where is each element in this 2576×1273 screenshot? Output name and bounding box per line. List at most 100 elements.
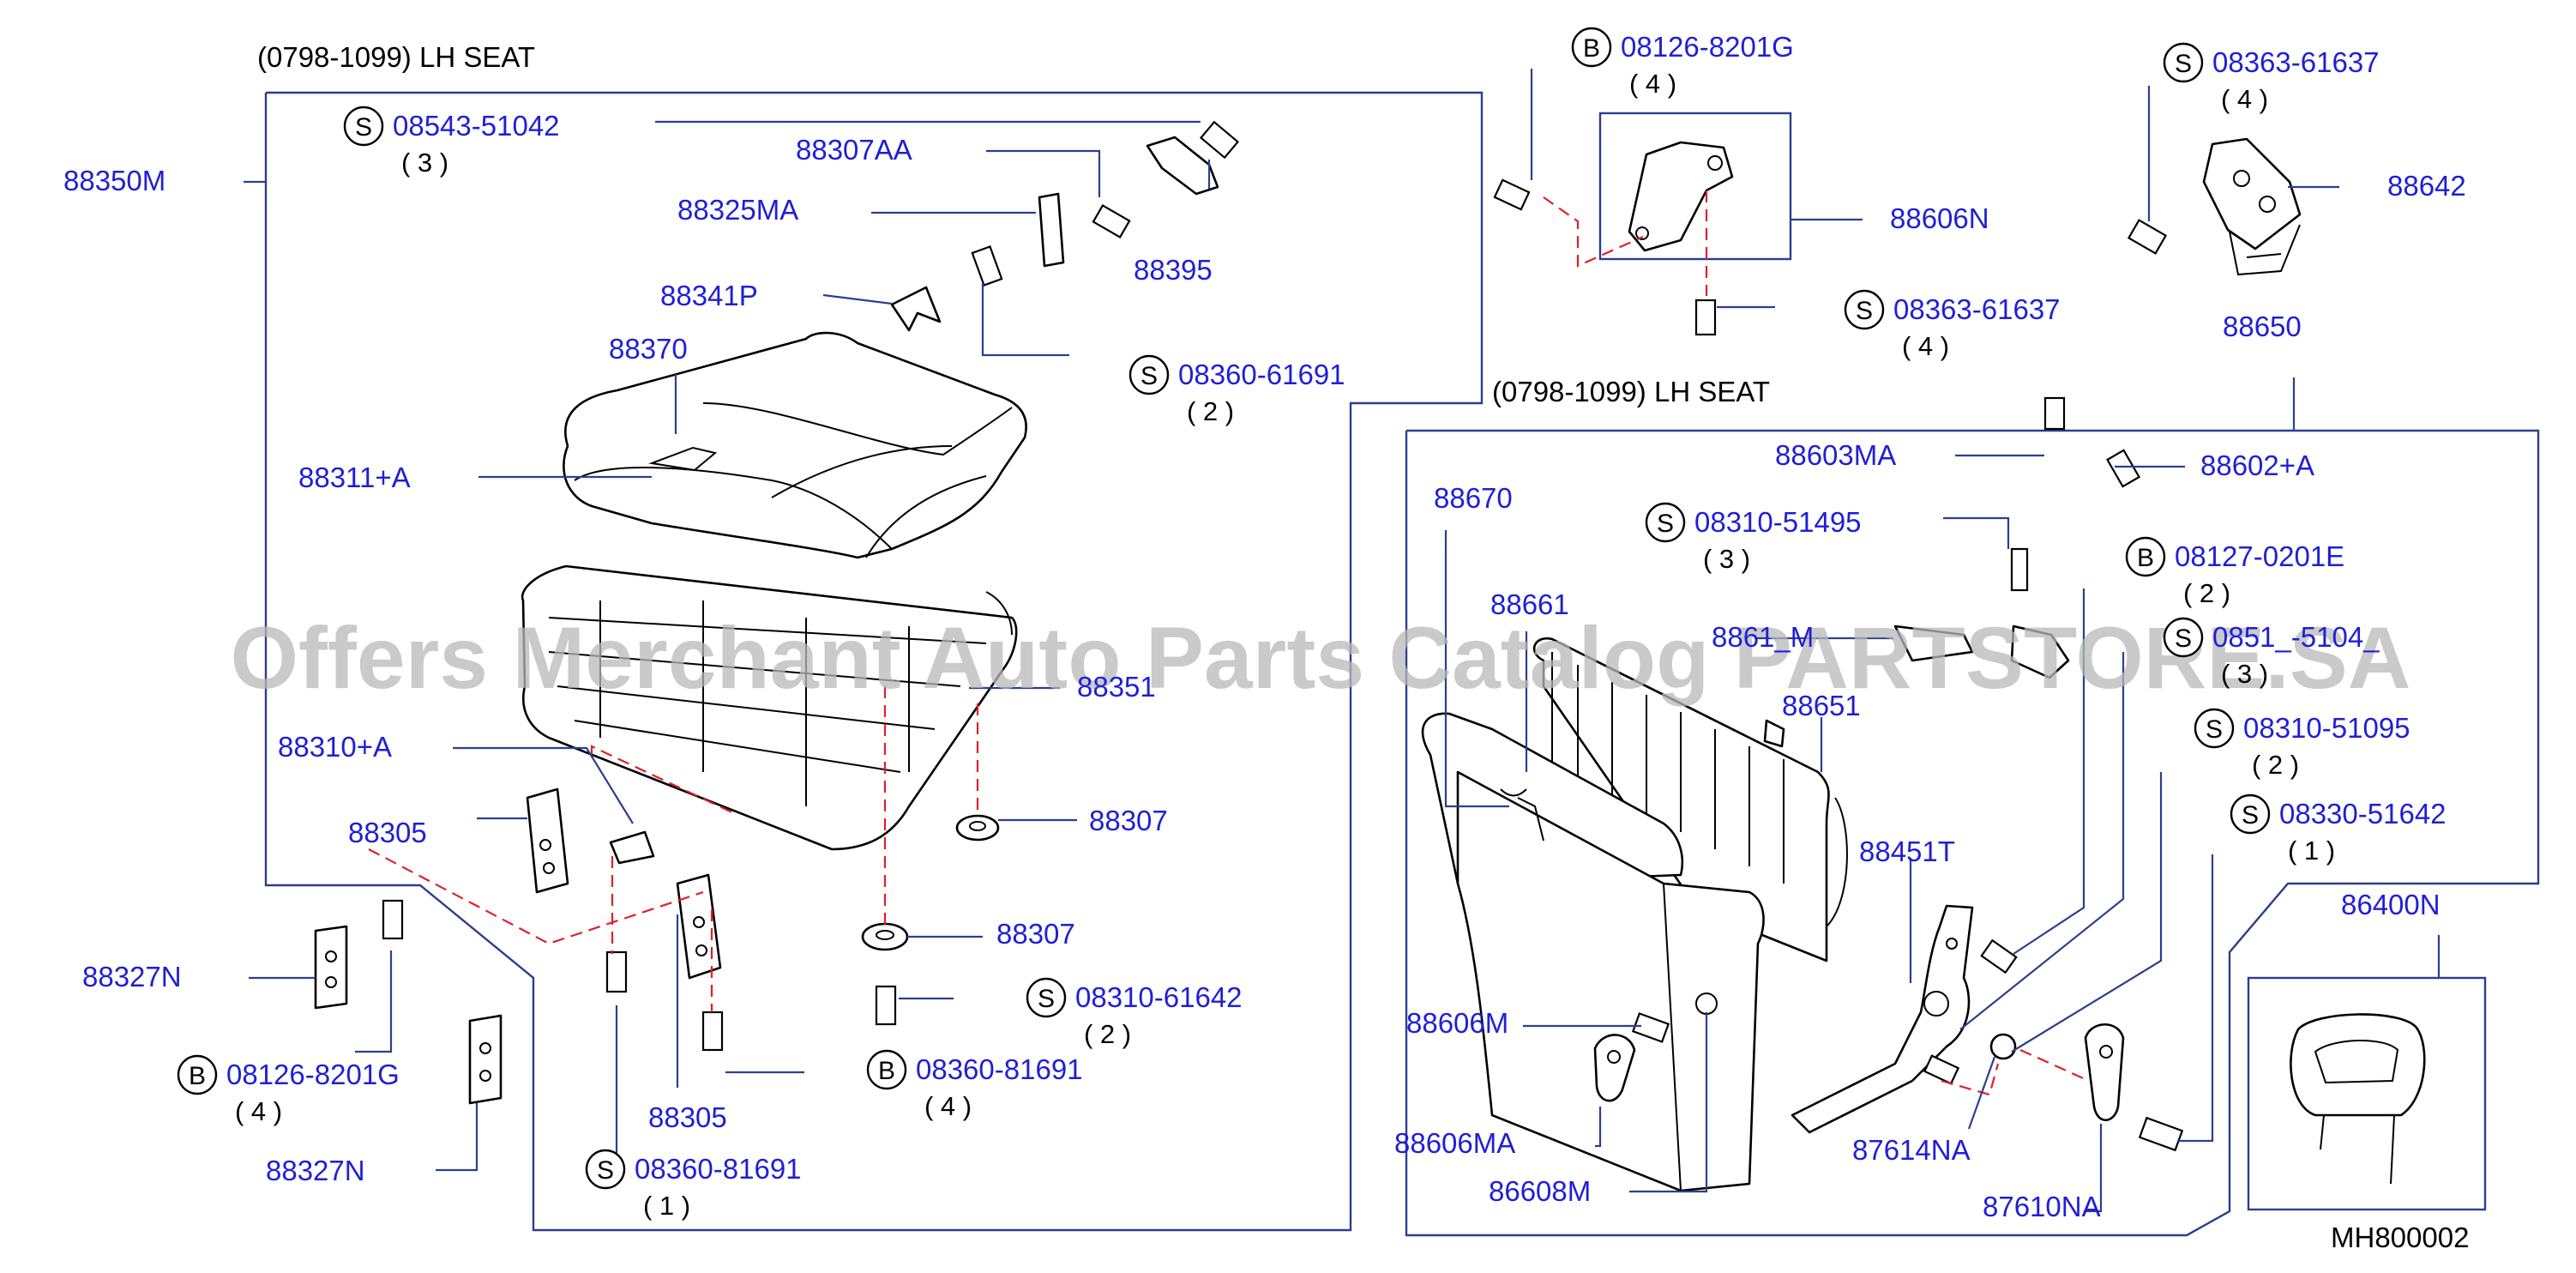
callout-l-88351: 88351: [1077, 671, 1156, 703]
seat-back-88651: [1532, 636, 1848, 962]
quantity: ( 3 ): [1703, 544, 1750, 574]
callout-tag-circle: [343, 106, 384, 147]
part-number: 08543-51042: [393, 110, 560, 142]
part-number: 88350M: [63, 165, 166, 196]
callout-l-88307b: 88307: [996, 918, 1075, 950]
bracket-88606ma: [1593, 1012, 1670, 1102]
callout-tag-letter: B: [2137, 544, 2154, 572]
callout-l-88327na: 88327N: [82, 961, 182, 992]
part-number: 08363-61637: [2212, 46, 2380, 78]
part-number: 88642: [2387, 170, 2466, 202]
seat-back-cushion: [1421, 712, 1765, 1192]
bracket-88642: [2127, 137, 2302, 276]
callout-t-88606n: 88606N: [1890, 202, 1989, 234]
callout-l-88307a: 88307: [1089, 805, 1168, 836]
callout-l-88305b: 88305: [648, 1101, 727, 1133]
right-section-header: (0798-1099) LH SEAT: [1492, 376, 1770, 407]
quantity: ( 3 ): [2221, 659, 2268, 689]
right-assembly-frame: [1405, 377, 2540, 1237]
callout-l-88310a: 88310+A: [278, 731, 392, 763]
part-number: 88650: [2223, 311, 2302, 342]
quantity: ( 4 ): [1902, 331, 1949, 361]
quantity: ( 4 ): [235, 1096, 282, 1126]
callout-r-88651: 88651: [1782, 690, 1861, 721]
callout-tag-circle: [585, 1149, 626, 1190]
callout-r-88451t: 88451T: [1859, 836, 1955, 867]
part-number: 88602+A: [2200, 449, 2314, 481]
lever-87610na: [2084, 1023, 2184, 1152]
plate-88327n: [314, 925, 503, 1105]
part-number: 88341P: [660, 280, 758, 311]
part-number: 87610NA: [1983, 1191, 2101, 1222]
part-number: 88451T: [1859, 836, 1955, 867]
callout-tag-circle: [2163, 617, 2204, 658]
bracket-88606n: [1493, 141, 1734, 336]
callout-r-88606m: 88606M: [1406, 1007, 1508, 1039]
callout-tag-circle: [1129, 354, 1170, 395]
part-number: 88661: [1490, 588, 1569, 620]
callout-r-8861xm: 8861_M: [1712, 621, 1814, 653]
part-number: 88305: [648, 1101, 727, 1133]
part-number: 86608M: [1489, 1175, 1591, 1207]
headrest-86400n: [2290, 1013, 2426, 1185]
fasteners-right: [1763, 396, 2141, 748]
callout-tag-letter: B: [1583, 34, 1600, 63]
part-number: 88606M: [1406, 1007, 1508, 1039]
part-number: 08126-8201G: [226, 1059, 400, 1090]
quantity: ( 2 ): [1084, 1019, 1131, 1049]
callout-tag-circle: [1026, 977, 1067, 1018]
callout-r-88670: 88670: [1434, 482, 1513, 514]
seat-frame-88310: [521, 564, 1018, 851]
bushing-88307: [861, 814, 1000, 951]
callout-tag-letter: S: [1141, 362, 1158, 390]
part-number: 88670: [1434, 482, 1513, 514]
part-number: 88370: [609, 333, 688, 365]
callout-r-88602a: 88602+A: [2200, 449, 2314, 481]
leader-lines-right: [1444, 454, 2214, 1213]
part-number: 88311+A: [298, 462, 411, 493]
part-number: 88307: [1089, 805, 1168, 836]
left-section-header: (0798-1099) LH SEAT: [257, 41, 535, 73]
callout-tag-letter: S: [1856, 297, 1873, 325]
dashed-links-right: [1941, 1048, 2090, 1096]
quantity: ( 2 ): [2252, 750, 2299, 780]
clips-left: [609, 136, 1219, 865]
part-number: 88603MA: [1775, 439, 1896, 471]
callout-l-88307aa: 88307AA: [796, 134, 912, 166]
callout-tag-circle: [1844, 289, 1885, 330]
callout-t-88650: 88650: [2223, 311, 2302, 342]
callout-tag-letter: B: [189, 1062, 206, 1090]
callout-tag-circle: [1645, 502, 1686, 543]
callout-t-88642: 88642: [2387, 170, 2466, 202]
bracket-88305: [526, 787, 722, 980]
callout-l-88305a: 88305: [348, 817, 427, 848]
callout-tag-circle: [1571, 27, 1612, 68]
part-number: 08330-51642: [2279, 798, 2447, 830]
leader-lines-top: [1530, 69, 2339, 309]
quantity: ( 4 ): [1629, 69, 1676, 99]
quantity: ( 1 ): [643, 1191, 690, 1221]
callout-l-88325ma: 88325MA: [677, 194, 798, 226]
part-number: 88307AA: [796, 134, 912, 166]
part-number: 88327N: [82, 961, 182, 992]
quantity: ( 4 ): [924, 1091, 972, 1121]
quantity: ( 2 ): [2183, 578, 2230, 608]
callout-tag-circle: [2230, 793, 2271, 835]
part-number: 08360-81691: [916, 1053, 1083, 1085]
part-number: 0851_-5104_: [2212, 621, 2380, 653]
callout-l-88395: 88395: [1134, 254, 1213, 286]
leader-lines-left: [249, 120, 1211, 1172]
